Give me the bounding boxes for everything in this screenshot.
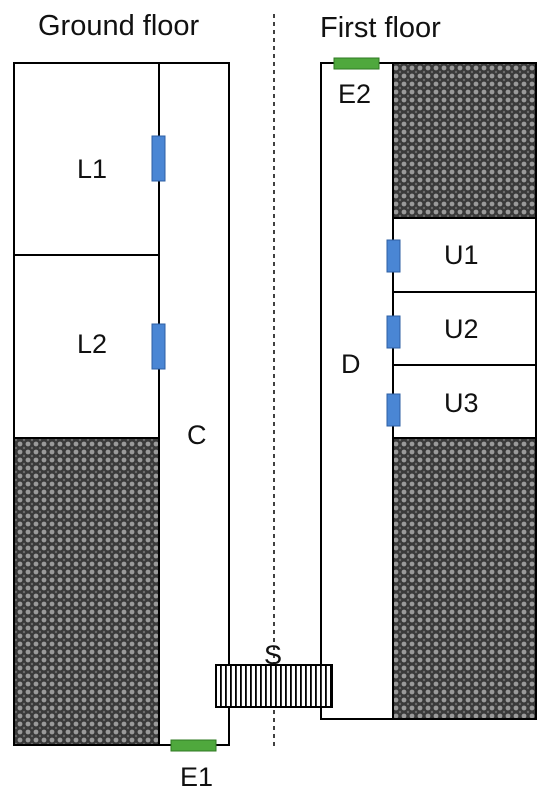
first-floor-blocked-bottom <box>393 438 535 718</box>
door-u3 <box>386 393 401 427</box>
room-u2-label: U2 <box>444 314 479 344</box>
stair-s <box>215 664 333 708</box>
ground-floor-title: Ground floor <box>38 10 200 42</box>
exit-e2 <box>333 57 380 70</box>
corridor-c-label: C <box>187 420 207 450</box>
exit-e1-label: E1 <box>180 762 213 792</box>
door-u1 <box>386 239 401 273</box>
first-floor-title: First floor <box>320 12 441 44</box>
first-floor-blocked-top <box>393 64 535 218</box>
door-l1 <box>151 135 166 182</box>
ground-floor-blocked-area <box>15 438 159 744</box>
room-l1-label: L1 <box>77 154 107 184</box>
exit-e1 <box>170 739 217 752</box>
room-u3-label: U3 <box>444 388 479 418</box>
corridor-d-label: D <box>341 349 361 379</box>
door-l2 <box>151 323 166 370</box>
stair-s-label: S <box>264 640 282 670</box>
exit-e2-label: E2 <box>338 79 371 109</box>
door-u2 <box>386 315 401 349</box>
room-l2-label: L2 <box>77 329 107 359</box>
room-u1-label: U1 <box>444 240 479 270</box>
